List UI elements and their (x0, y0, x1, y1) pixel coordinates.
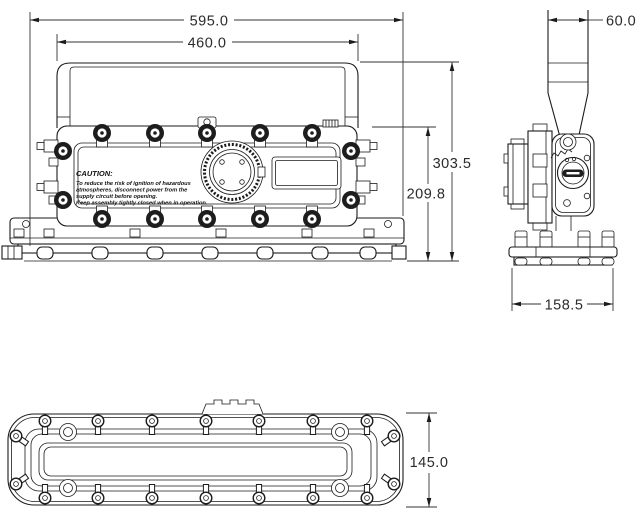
caution-line-4: Keep assembly tightly closed when in ope… (76, 201, 208, 207)
dim-bracket-width: 460.0 (56, 34, 359, 61)
lens-window (38, 442, 353, 481)
clamp-bolts-top (93, 124, 321, 148)
access-bezel-dial (200, 140, 266, 204)
side-bolts-right (355, 139, 378, 205)
base-bolts (36, 246, 377, 260)
svg-text:209.8: 209.8 (407, 187, 446, 203)
front-view: CAUTION: To reduce the risk of ignition … (1, 62, 407, 262)
adjustment-knob (556, 154, 591, 207)
top-vent (322, 119, 339, 128)
side-arm (547, 10, 589, 138)
caution-line-3: supply circuit before opening. (76, 194, 158, 200)
caution-line-2: atmospheres, disconnect power from the (76, 188, 187, 194)
dim-body-depth: 145.0 (406, 412, 449, 508)
pivot-joint (550, 133, 577, 159)
nameplate (271, 156, 342, 190)
side-view (503, 10, 618, 266)
clamp-bolts-bottom (93, 205, 321, 228)
dim-arm-width: 60.0 (548, 14, 636, 30)
side-base (508, 230, 618, 266)
svg-text:460.0: 460.0 (188, 36, 227, 52)
caution-label: CAUTION: To reduce the risk of ignition … (76, 169, 208, 207)
side-body (503, 123, 595, 231)
handle-tab (201, 399, 264, 415)
caution-line-1: To reduce the risk of ignition of hazard… (76, 181, 191, 187)
bezel-notch (257, 166, 266, 178)
svg-text:303.5: 303.5 (433, 156, 472, 172)
svg-text:158.5: 158.5 (545, 298, 584, 314)
dim-overall-height: 303.5 (360, 61, 472, 262)
side-bolts-left (36, 139, 59, 205)
hinge-domes (59, 423, 349, 497)
dim-base-width: 158.5 (511, 268, 614, 314)
dimensions: 595.0 460.0 303.5 (29, 12, 636, 508)
svg-text:145.0: 145.0 (410, 455, 449, 471)
dim-body-height: 209.8 (372, 126, 446, 261)
caution-title: CAUTION: (76, 169, 113, 178)
svg-text:60.0: 60.0 (606, 14, 636, 30)
vent-plug (563, 199, 571, 207)
mounting-bracket (56, 62, 359, 128)
dim-overall-width: 595.0 (29, 12, 404, 246)
enclosure-body: CAUTION: To reduce the risk of ignition … (36, 116, 378, 228)
svg-text:595.0: 595.0 (190, 14, 229, 30)
bottom-view (7, 399, 404, 506)
